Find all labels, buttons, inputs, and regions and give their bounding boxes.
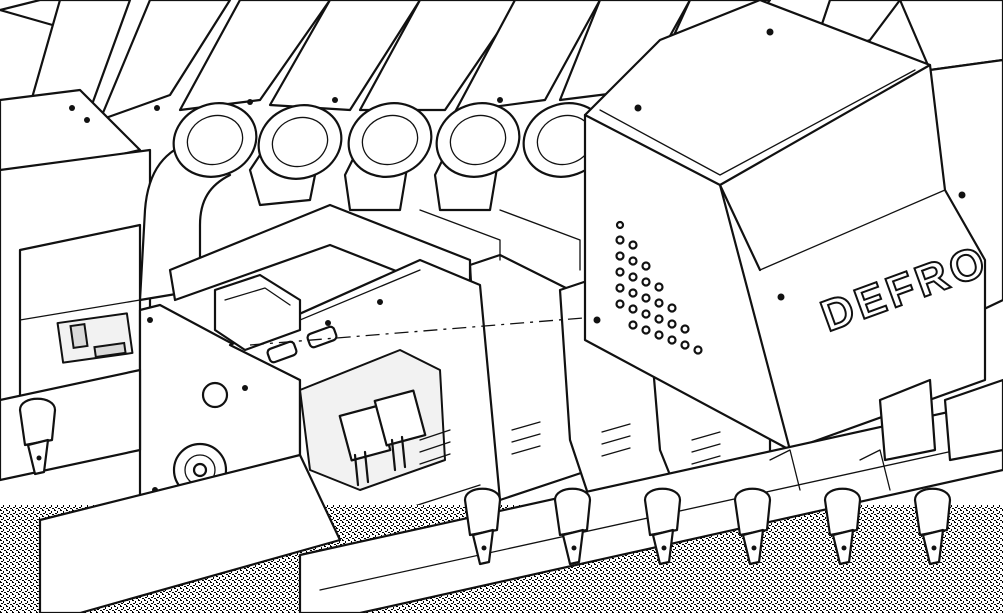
foot-bracket (18, 397, 57, 476)
right-side-panels (769, 378, 1003, 491)
vent-hole-grid (615, 220, 703, 355)
bottom-rail (0, 368, 1003, 613)
foot-bracket (643, 487, 682, 566)
foot-bracket (733, 487, 772, 566)
inlet-elbow-pipes (138, 102, 608, 302)
foot-bracket (463, 487, 502, 566)
foot-bracket (913, 487, 952, 566)
front-cover: DEFRO (583, 0, 996, 452)
foot-bracket (823, 487, 862, 566)
burner-chassis (138, 203, 621, 562)
foot-bracket (553, 487, 592, 566)
